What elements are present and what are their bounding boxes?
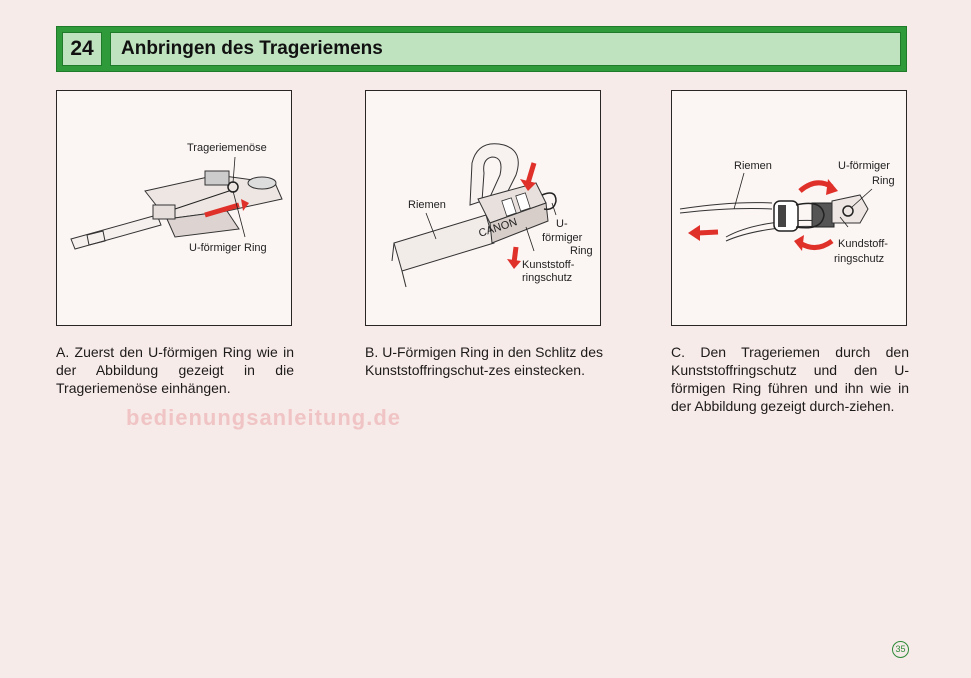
label-guard-line2: ringschutz xyxy=(834,253,884,265)
label-guard-line2: ringschutz xyxy=(522,272,572,284)
page-number: 35 xyxy=(892,641,909,658)
label-guard-line1: Kunststoff- xyxy=(522,259,575,271)
section-number: 24 xyxy=(62,32,102,66)
section-header: 24 Anbringen des Trageriemens xyxy=(56,26,907,72)
label-u-ring-line2: Ring xyxy=(872,175,895,187)
label-strap: Riemen xyxy=(734,160,772,172)
figure-a-illustration: Trageriemenöse U-förmiger Ring xyxy=(70,142,283,254)
figure-c: Riemen U-förmiger Ring Kundstoff- ringsc… xyxy=(671,90,907,326)
label-u-ring-line2: förmiger xyxy=(542,232,583,244)
label-u-ring: U-förmiger Ring xyxy=(189,242,267,254)
paragraph-c: C. Den Trageriemen durch den Kunststoffr… xyxy=(671,344,909,414)
figure-b: CANON Riemen U- förmiger Ring Kunststoff… xyxy=(365,90,601,326)
label-u-ring-line1: U-förmiger xyxy=(838,160,890,172)
label-eyelet: Trageriemenöse xyxy=(187,142,267,154)
figure-c-illustration: Riemen U-förmiger Ring Kundstoff- ringsc… xyxy=(679,160,895,265)
paragraph-a: A. Zuerst den U-förmigen Ring wie in der… xyxy=(56,344,294,396)
label-strap: Riemen xyxy=(408,199,446,211)
label-u-ring-line1: U- xyxy=(556,218,568,230)
label-u-ring-line3: Ring xyxy=(570,245,593,257)
paragraph-b: B. U-Förmigen Ring in den Schlitz des Ku… xyxy=(365,344,603,378)
figure-b-illustration: CANON Riemen U- förmiger Ring Kunststoff… xyxy=(391,143,593,288)
section-title-bar: Anbringen des Trageriemens xyxy=(110,32,901,66)
figure-a: Trageriemenöse U-förmiger Ring xyxy=(56,90,292,326)
section-title: Anbringen des Trageriemens xyxy=(121,38,383,59)
watermark: bedienungsanleitung.de xyxy=(126,405,402,430)
label-guard-line1: Kundstoff- xyxy=(838,238,888,250)
